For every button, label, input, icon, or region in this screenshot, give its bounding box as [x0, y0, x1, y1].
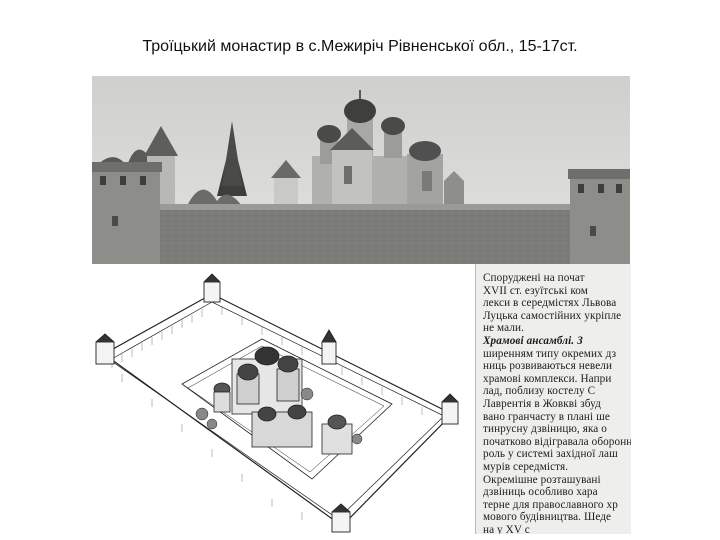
- slide-title: Троїцький монастир в с.Межиріч Рівненськ…: [142, 38, 578, 55]
- book-text-line: храмові комплекси. Напри: [483, 372, 612, 385]
- book-text-line: Лаврентія в Жовкві збуд: [483, 398, 601, 410]
- book-text-line: Храмові ансамблі. З: [483, 335, 583, 347]
- monastery-axonometric-drawing: [92, 264, 475, 534]
- book-text-line: початково відігравала оборонн: [483, 435, 631, 448]
- book-text-line: Споруджені на почат: [483, 272, 585, 284]
- book-text-line: ниць розвиваються невели: [483, 360, 613, 373]
- book-text-line: не мали.: [483, 322, 524, 335]
- book-text-line: Луцька самостійних укріпле: [483, 309, 622, 322]
- book-text-line: мового будівництва. Шеде: [483, 511, 612, 524]
- book-text-line: тинрусну дзвіницю, яка о: [483, 423, 607, 436]
- book-text-line: роль у системі західної лаш: [483, 448, 618, 461]
- book-text-line: вано гранчасту в плані ше: [483, 410, 610, 423]
- book-text-line: дзвіниць особливо хара: [483, 486, 598, 499]
- monastery-photo: [92, 76, 630, 264]
- book-text-line: на у XV с: [483, 524, 530, 534]
- book-text-line: терне для православного хр: [483, 498, 618, 511]
- book-text-line: лад, поблизу костелу С: [483, 385, 596, 398]
- book-text-line: лекси в середмістях Львова: [483, 297, 617, 310]
- book-text-line: Окремішне розташувані: [483, 473, 601, 486]
- book-text-line: ширенням типу окремих дз: [483, 347, 617, 360]
- book-text-line: XVII ст. езуїтські ком: [483, 284, 588, 297]
- book-text-line: мурів середмістя.: [483, 461, 569, 473]
